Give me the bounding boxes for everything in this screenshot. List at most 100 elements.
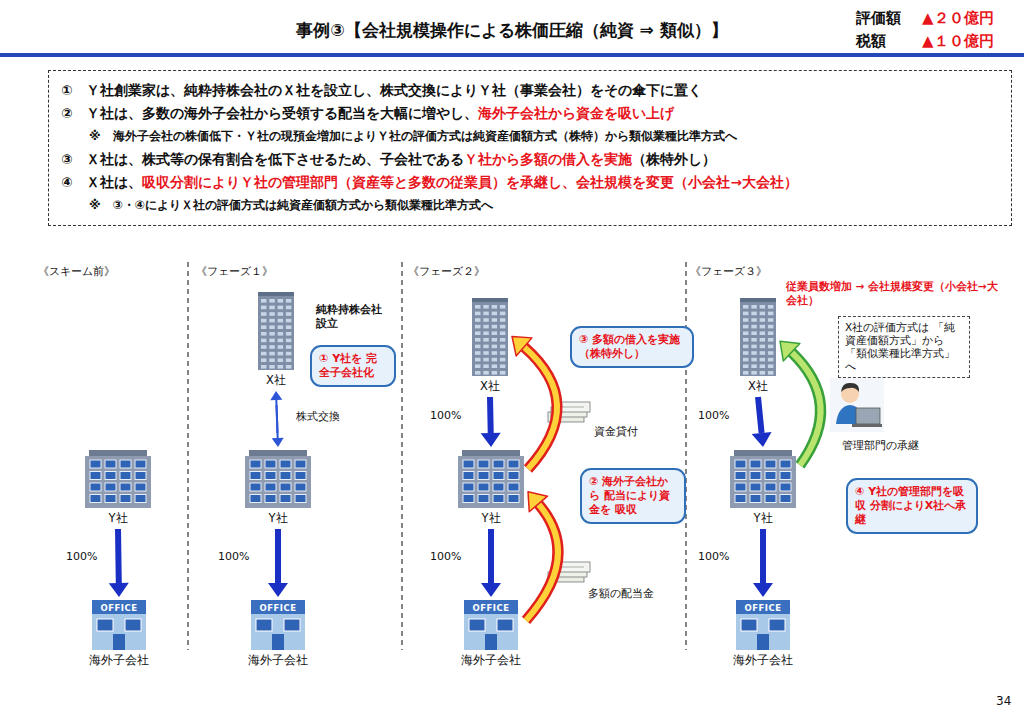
building-caption: X社	[258, 373, 294, 388]
connector	[481, 529, 501, 597]
holding-building: X社	[740, 298, 776, 394]
connector	[268, 529, 288, 597]
company-building: Y社	[85, 450, 151, 526]
building-caption: X社	[740, 379, 776, 394]
connector	[753, 529, 773, 597]
company-building: Y社	[245, 450, 311, 526]
label: 34	[996, 694, 1011, 708]
text-line: ※ 海外子会社の株価低下・Ｙ社の現預金増加によりＹ社の評価方式は純資産価額方式（…	[61, 125, 999, 148]
building-caption: Y社	[458, 511, 524, 526]
company-building: Y社	[458, 450, 524, 526]
text-line: ② Ｙ社は、多数の海外子会社から受領する配当を大幅に増やし、海外子会社から資金を…	[61, 102, 999, 125]
label: 《フェーズ３》	[690, 264, 767, 279]
connector	[270, 391, 283, 447]
arrow-shaft	[275, 529, 281, 583]
arrow-head	[481, 433, 501, 447]
subsidiary-office: OFFICE海外子会社	[732, 600, 794, 668]
arrow-shaft	[115, 529, 122, 583]
header-rule	[0, 53, 1024, 57]
edge-label: 100%	[698, 409, 729, 422]
label: 《フェーズ１》	[196, 264, 273, 279]
edge-label: 多額の配当金	[588, 586, 654, 601]
arrow-shaft	[487, 397, 494, 433]
building-icon	[740, 298, 776, 376]
arrow-head	[481, 583, 501, 597]
summary-text: ※ 海外子会社の株価低下・Ｙ社の現預金増加によりＹ社の評価方式は純資産価額方式（…	[89, 129, 737, 143]
curved-arrow-outline	[792, 352, 821, 465]
label: ▲１０億円	[922, 32, 994, 51]
subsidiary-office: OFFICE 海外子会社	[247, 600, 309, 668]
building-caption: 海外子会社	[460, 653, 522, 668]
office-icon: OFFICE	[736, 600, 790, 650]
scheme-summary-box: ① Ｙ社創業家は、純粋持株会社のＸ社を設立し、株式交換によりＹ社（事業会社）をそ…	[48, 70, 1012, 226]
summary-text: 海外子会社から資金を吸い上げ	[478, 105, 674, 121]
building-icon	[245, 450, 311, 508]
summary-text: （株特外し）	[632, 151, 716, 167]
callout-text: ② 海外子会社から 配当により資金を 吸収	[589, 475, 677, 517]
building-caption: Y社	[245, 511, 311, 526]
building-icon	[258, 292, 294, 370]
building-caption: 海外子会社	[247, 653, 309, 668]
connector	[109, 529, 129, 597]
edge-label: 100%	[66, 550, 97, 563]
staff-icon	[830, 378, 884, 432]
building-caption: X社	[472, 379, 508, 394]
label: 管理部門の承継	[842, 438, 919, 453]
office-sign: OFFICE	[736, 603, 790, 613]
building-icon	[730, 450, 796, 508]
company-building: Y社	[730, 450, 796, 526]
label: 評価額	[856, 9, 901, 28]
connector	[512, 336, 557, 469]
curved-arrow-fill	[526, 504, 558, 620]
building-caption: Y社	[730, 511, 796, 526]
connector	[481, 397, 501, 447]
edge-label: 100%	[430, 409, 461, 422]
callout-bubble: ① Y社を 完全子会社化	[310, 345, 396, 387]
connector	[752, 397, 772, 447]
text-line: ① Ｙ社創業家は、純粋持株会社のＸ社を設立し、株式交換によりＹ社（事業会社）をそ…	[61, 79, 999, 102]
arrow-head	[512, 336, 532, 356]
label: 従業員数増加 → 会社規模変更（小会社→大会社）	[786, 279, 998, 307]
office-sign: OFFICE	[251, 603, 305, 613]
arrow-shaft	[488, 529, 494, 583]
edge-label: 資金貸付	[594, 424, 638, 439]
edge-label: 100%	[698, 550, 729, 563]
curved-arrow-outline	[524, 347, 557, 469]
arrow-head	[272, 438, 284, 447]
holding-building: X社	[258, 292, 294, 388]
office-icon: OFFICE	[464, 600, 518, 650]
callout-text: ③ 多額の借入を実施 （株特外し）	[579, 333, 685, 361]
summary-text: ④ Ｘ社は、	[61, 174, 142, 190]
office-icon: OFFICE	[251, 600, 305, 650]
summary-text: ③ Ｘ社は、株式等の保有割合を低下させるため、子会社である	[61, 151, 464, 167]
label: ▲２０億円	[922, 9, 994, 28]
text-line: ③ Ｘ社は、株式等の保有割合を低下させるため、子会社であるＹ社から多額の借入を実…	[61, 148, 999, 171]
phase-separators	[188, 262, 686, 650]
edge-label: 株式交換	[296, 409, 340, 424]
label: 純粋持株会社 設立	[316, 302, 394, 330]
curved-arrow-fill	[792, 352, 821, 465]
arrow-shaft	[760, 529, 766, 583]
label: 《フェーズ２》	[408, 264, 485, 279]
building-caption: Y社	[85, 511, 151, 526]
summary-text: 吸収分割によりＹ社の管理部門（資産等と多数の従業員）を承継し、会社規模を変更（小…	[142, 174, 797, 190]
arrow-head	[752, 432, 772, 447]
subsidiary-office: OFFICE 海外子会社	[460, 600, 522, 668]
callout-bubble: ④ Y社の管理部門を吸収 分割によりX社へ承継	[846, 478, 978, 534]
summary-text: ② Ｙ社は、多数の海外子会社から受領する配当を大幅に増やし、	[61, 105, 478, 121]
building-icon	[85, 450, 151, 508]
callout-bubble: ③ 多額の借入を実施 （株特外し）	[570, 326, 694, 368]
arrow-shaft	[758, 397, 762, 433]
office-sign: OFFICE	[464, 603, 518, 613]
summary-text: Ｙ社から多額の借入を実施	[464, 151, 632, 167]
office-sign: OFFICE	[92, 603, 146, 613]
dashed-note: X社の評価方式は 「純資産価額方式」から 「類似業種比準方式」へ	[838, 316, 970, 378]
summary-text: ※ ③・④によりＸ社の評価方式は純資産価額方式から類似業種比準方式へ	[89, 198, 493, 212]
arrow-head	[270, 391, 282, 400]
arrow-head	[753, 583, 773, 597]
label: 税額	[856, 32, 886, 51]
arrow-head	[528, 492, 548, 512]
building-caption: 海外子会社	[88, 653, 150, 668]
summary-text: ① Ｙ社創業家は、純粋持株会社のＸ社を設立し、株式交換によりＹ社（事業会社）をそ…	[61, 82, 702, 98]
label: 《スキーム前》	[38, 264, 115, 279]
